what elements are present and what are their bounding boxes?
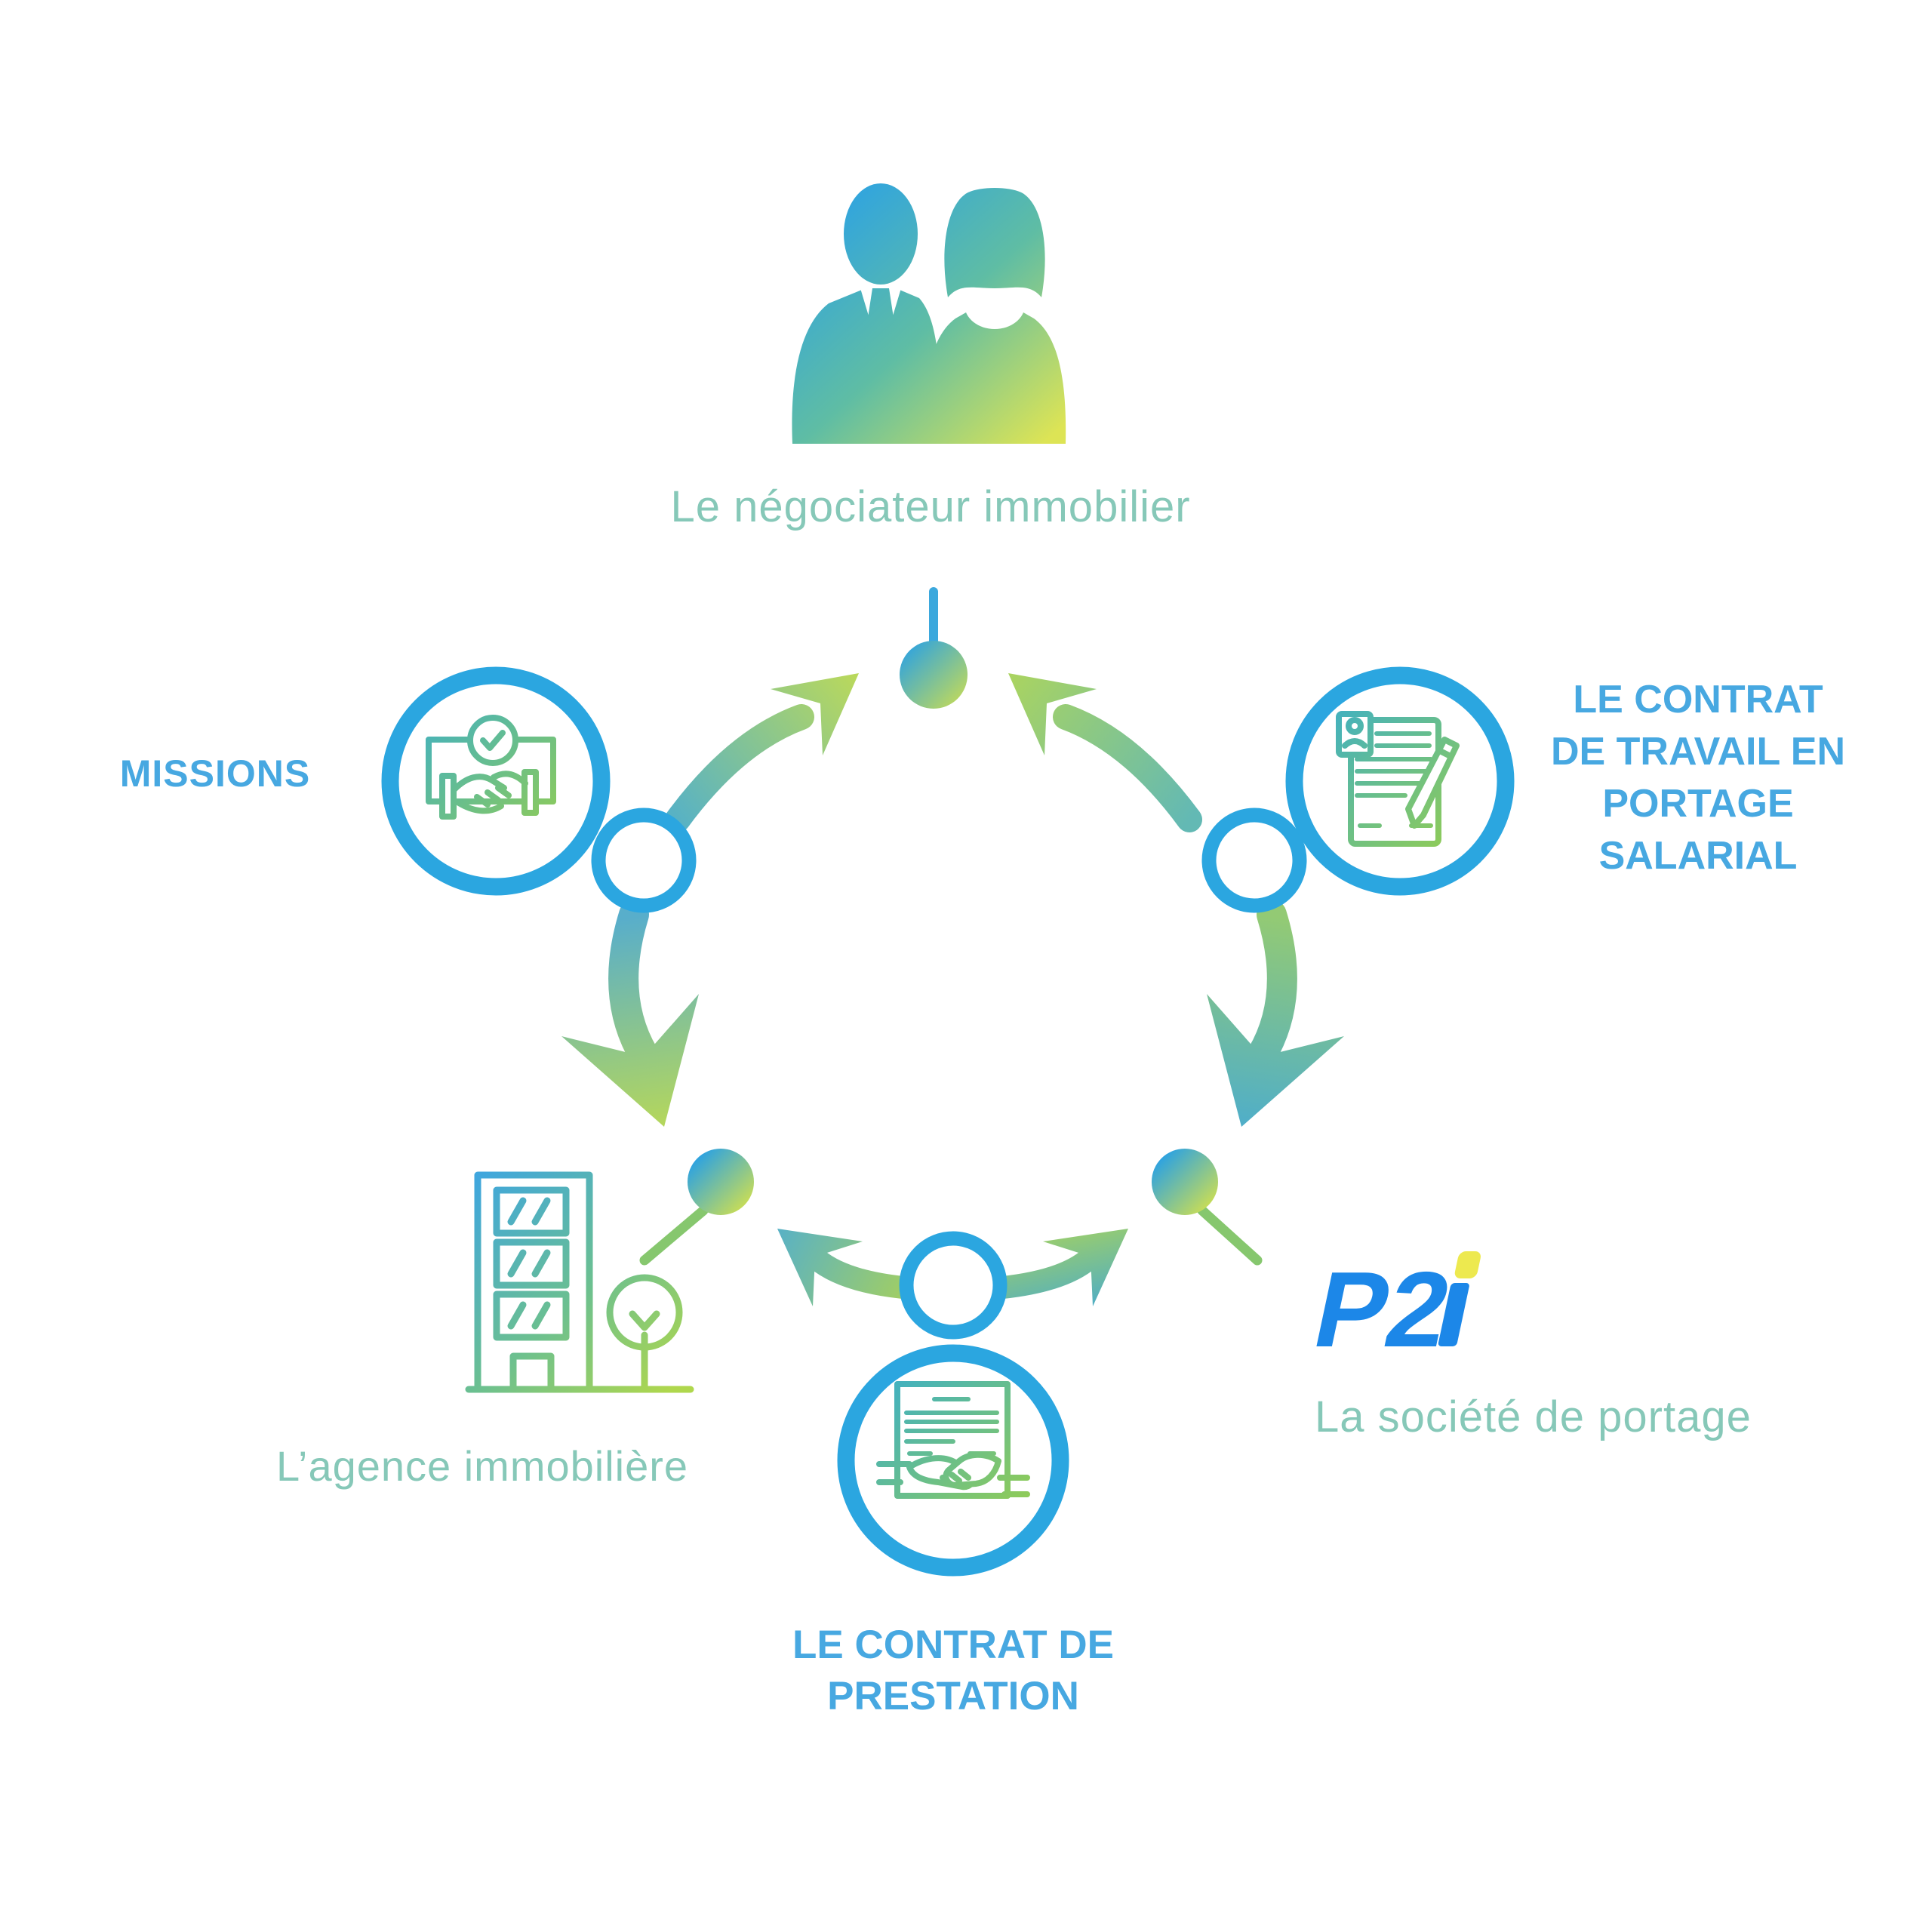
p2i-logo-i-dot xyxy=(1454,1251,1481,1278)
pin-circle xyxy=(688,1149,754,1215)
arrowhead xyxy=(777,1229,863,1306)
arrowhead xyxy=(561,994,699,1127)
pin-circle xyxy=(1152,1149,1218,1215)
arrowhead xyxy=(1008,673,1097,755)
window-glint xyxy=(507,1249,551,1278)
hand-bottom xyxy=(456,800,504,814)
negociateur-label: Le négociateur immobilier xyxy=(670,482,1191,531)
tree-trunk xyxy=(629,1310,660,1393)
contrat-travail-line: SALARIAL xyxy=(1598,834,1798,878)
tie xyxy=(866,288,895,361)
id-photo xyxy=(1346,717,1364,735)
fingers xyxy=(474,785,512,808)
pen-clip xyxy=(1435,747,1454,759)
employment-contract-pen-icon xyxy=(1336,711,1460,847)
window-row xyxy=(493,1291,570,1341)
right-cuff xyxy=(521,769,539,816)
contract-sheet xyxy=(894,1381,1011,1499)
arrow-missions-to-agence xyxy=(561,900,699,1127)
building-tree-icon xyxy=(465,1171,694,1393)
arrowhead xyxy=(771,673,859,755)
arrowhead xyxy=(1207,994,1344,1127)
arrowhead xyxy=(1043,1229,1128,1306)
pin-stem xyxy=(929,587,938,652)
arrow-contrat-travail-to-negociateur xyxy=(1008,673,1202,832)
pin-circle xyxy=(900,641,968,709)
contrat-travail-line: PORTAGE xyxy=(1602,782,1794,826)
agence-pin-icon xyxy=(639,1149,754,1266)
contrat-travail-line: LE CONTRAT xyxy=(1573,678,1823,721)
p2i-logo-i-stem xyxy=(1438,1283,1469,1346)
arrow-contrat-travail-to-portage xyxy=(1207,900,1344,1127)
window-glint xyxy=(507,1197,551,1226)
window-glint xyxy=(507,1301,551,1330)
handshake-agreement-check-icon xyxy=(426,715,556,820)
prestation-satellite-ring xyxy=(899,1231,1008,1340)
missions-label: MISSIONS xyxy=(119,752,311,795)
pin-stem xyxy=(1197,1205,1263,1266)
prestation-line: LE CONTRAT DE xyxy=(792,1623,1114,1667)
agence-label: L’agence immobilière xyxy=(275,1442,689,1490)
pin-stem xyxy=(639,1205,709,1266)
window-row xyxy=(493,1186,570,1237)
right-hand xyxy=(491,771,528,786)
sleeves xyxy=(876,1461,1030,1481)
contrat-travail-line: DE TRAVAIL EN xyxy=(1550,730,1846,774)
arrow-prestation-to-portage xyxy=(992,1229,1128,1306)
contract-lines xyxy=(904,1411,999,1444)
door xyxy=(509,1352,555,1393)
neckline xyxy=(964,281,1025,329)
check-mark xyxy=(480,730,506,751)
woman-body xyxy=(923,306,1066,444)
contrat-travail-satellite-ring xyxy=(1201,808,1307,913)
fingers xyxy=(940,1469,971,1487)
prestation-label: LE CONTRAT DE PRESTATION xyxy=(792,1620,1114,1722)
portage-pin-icon xyxy=(1152,1149,1263,1266)
p2i-logo-text: P2 xyxy=(1304,1250,1460,1369)
prestation-line: PRESTATION xyxy=(827,1674,1079,1718)
contract-lines xyxy=(1355,731,1433,798)
id-shoulders xyxy=(1342,738,1367,749)
missions-satellite-ring xyxy=(591,808,697,913)
man-body xyxy=(792,290,941,444)
pen xyxy=(1405,737,1460,829)
man-woman-silhouette-icon xyxy=(792,183,1066,444)
arrow-prestation-to-agence xyxy=(777,1229,914,1306)
left-hand xyxy=(451,774,507,792)
negociateur-pin-icon xyxy=(900,587,968,709)
man-head xyxy=(844,183,918,285)
woman-head xyxy=(944,188,1045,297)
sleeve-lines xyxy=(876,1479,1030,1497)
left-cuff xyxy=(439,773,457,820)
arrow-missions-to-negociateur xyxy=(665,673,859,832)
p2i-logo: P2 xyxy=(1304,1250,1481,1370)
window-row xyxy=(493,1238,570,1289)
societe-portage-label: La société de portage xyxy=(1315,1392,1752,1441)
service-contract-handshake-icon xyxy=(876,1381,1030,1499)
contrat-travail-label: LE CONTRAT DE TRAVAIL EN PORTAGE SALARIA… xyxy=(1551,674,1845,882)
